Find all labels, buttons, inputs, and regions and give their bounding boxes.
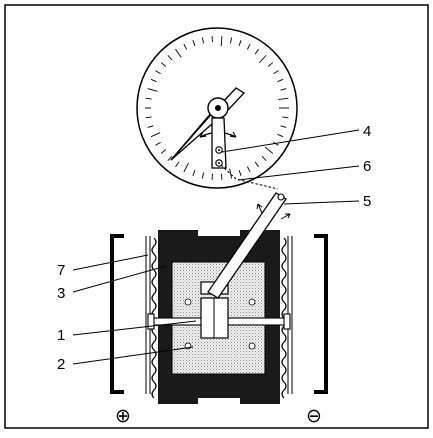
callout-2: 2 [57, 356, 65, 373]
needle-pivot-center [215, 105, 221, 111]
callout-6: 6 [363, 158, 371, 175]
callout-1: 1 [57, 327, 65, 344]
callout-4: 4 [363, 123, 371, 140]
gauge-dial [137, 28, 297, 188]
negative-terminal-symbol: ⊖ [306, 405, 322, 427]
left-bracket [112, 236, 124, 392]
positive-terminal-symbol: ⊕ [115, 405, 131, 427]
callout-5: 5 [363, 193, 371, 210]
right-bracket [314, 236, 326, 392]
callout-3: 3 [57, 285, 65, 302]
callout-7: 7 [57, 262, 65, 279]
